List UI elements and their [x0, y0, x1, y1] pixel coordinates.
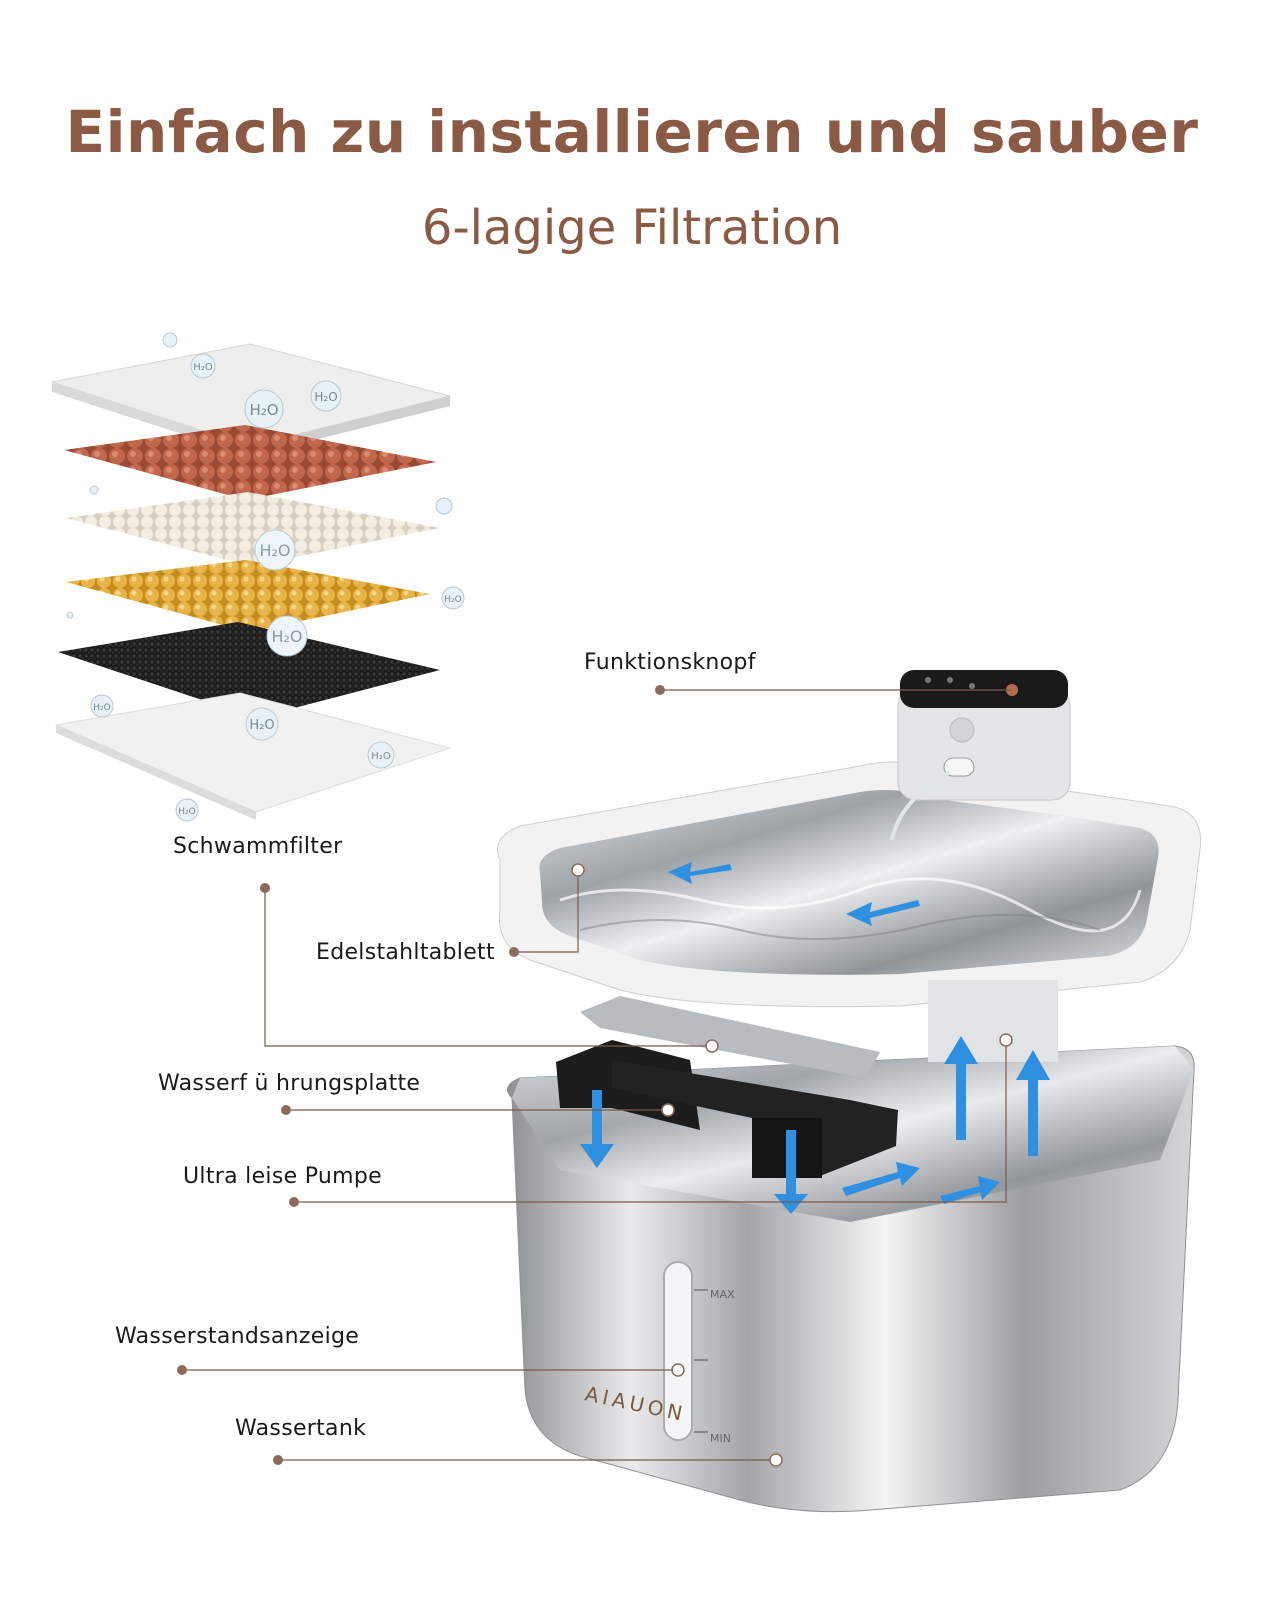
molecule-label: H₂O: [259, 541, 290, 560]
water-level-window: [663, 1261, 693, 1441]
label-funktionsknopf: Funktionsknopf: [584, 650, 756, 675]
arrow-up-icon: [944, 1036, 978, 1140]
molecule-label: H₂O: [93, 703, 110, 713]
molecule-label: H₂O: [271, 627, 302, 646]
molecule-label: H₂O: [314, 390, 337, 404]
molecule-label: H₂O: [193, 362, 213, 373]
label-wasserstandsanzeige: Wasserstandsanzeige: [115, 1324, 360, 1349]
filter-layer-resin-yellow: [66, 560, 430, 632]
gauge-min-label: MIN: [710, 1432, 731, 1445]
arrow-left-icon: [668, 862, 732, 884]
flow-arrows: [580, 862, 1050, 1214]
label-pumpe: Ultra leise Pumpe: [183, 1164, 382, 1189]
leader-lines: [182, 689, 1012, 1461]
leader-dots: [177, 685, 665, 1465]
arrow-right-icon: [940, 1176, 1000, 1204]
filter-layer-carbon: [58, 622, 440, 718]
arrow-up-icon: [1016, 1050, 1050, 1156]
stainless-tray: [497, 761, 1202, 1008]
molecule-label: H₂O: [178, 807, 195, 817]
molecule-label: H₂O: [444, 595, 461, 605]
arrow-left-icon: [846, 900, 920, 926]
target-markers: [571, 863, 1013, 1467]
molecule-label: H₂O: [371, 751, 391, 762]
arrow-right-icon: [842, 1162, 920, 1196]
control-tower: [890, 670, 1071, 841]
pump-column: [928, 980, 1058, 1062]
water-molecule-bubbles: H₂O H₂O H₂O H₂O H₂O H₂O H₂O H₂O H₂O H₂O: [66, 332, 465, 822]
molecule-label: H₂O: [249, 401, 278, 419]
label-edelstahltablett: Edelstahltablett: [316, 940, 495, 965]
label-wassertank: Wassertank: [235, 1416, 367, 1441]
page-subtitle: 6-lagige Filtration: [421, 200, 843, 256]
arrow-down-icon: [580, 1090, 614, 1168]
label-schwammfilter: Schwammfilter: [173, 834, 343, 859]
filter-layer-ceramic-red: [64, 425, 436, 500]
water-guide-plate: [580, 996, 880, 1078]
page-title: Einfach zu installieren und sauber: [65, 98, 1199, 166]
arrow-down-icon: [774, 1130, 808, 1214]
label-wasserfuehrungsplatte: Wasserf ü hrungsplatte: [158, 1071, 421, 1096]
filter-layer-ceramic-white: [66, 492, 440, 566]
molecule-label: H₂O: [249, 718, 274, 733]
gauge-max-label: MAX: [710, 1288, 735, 1301]
